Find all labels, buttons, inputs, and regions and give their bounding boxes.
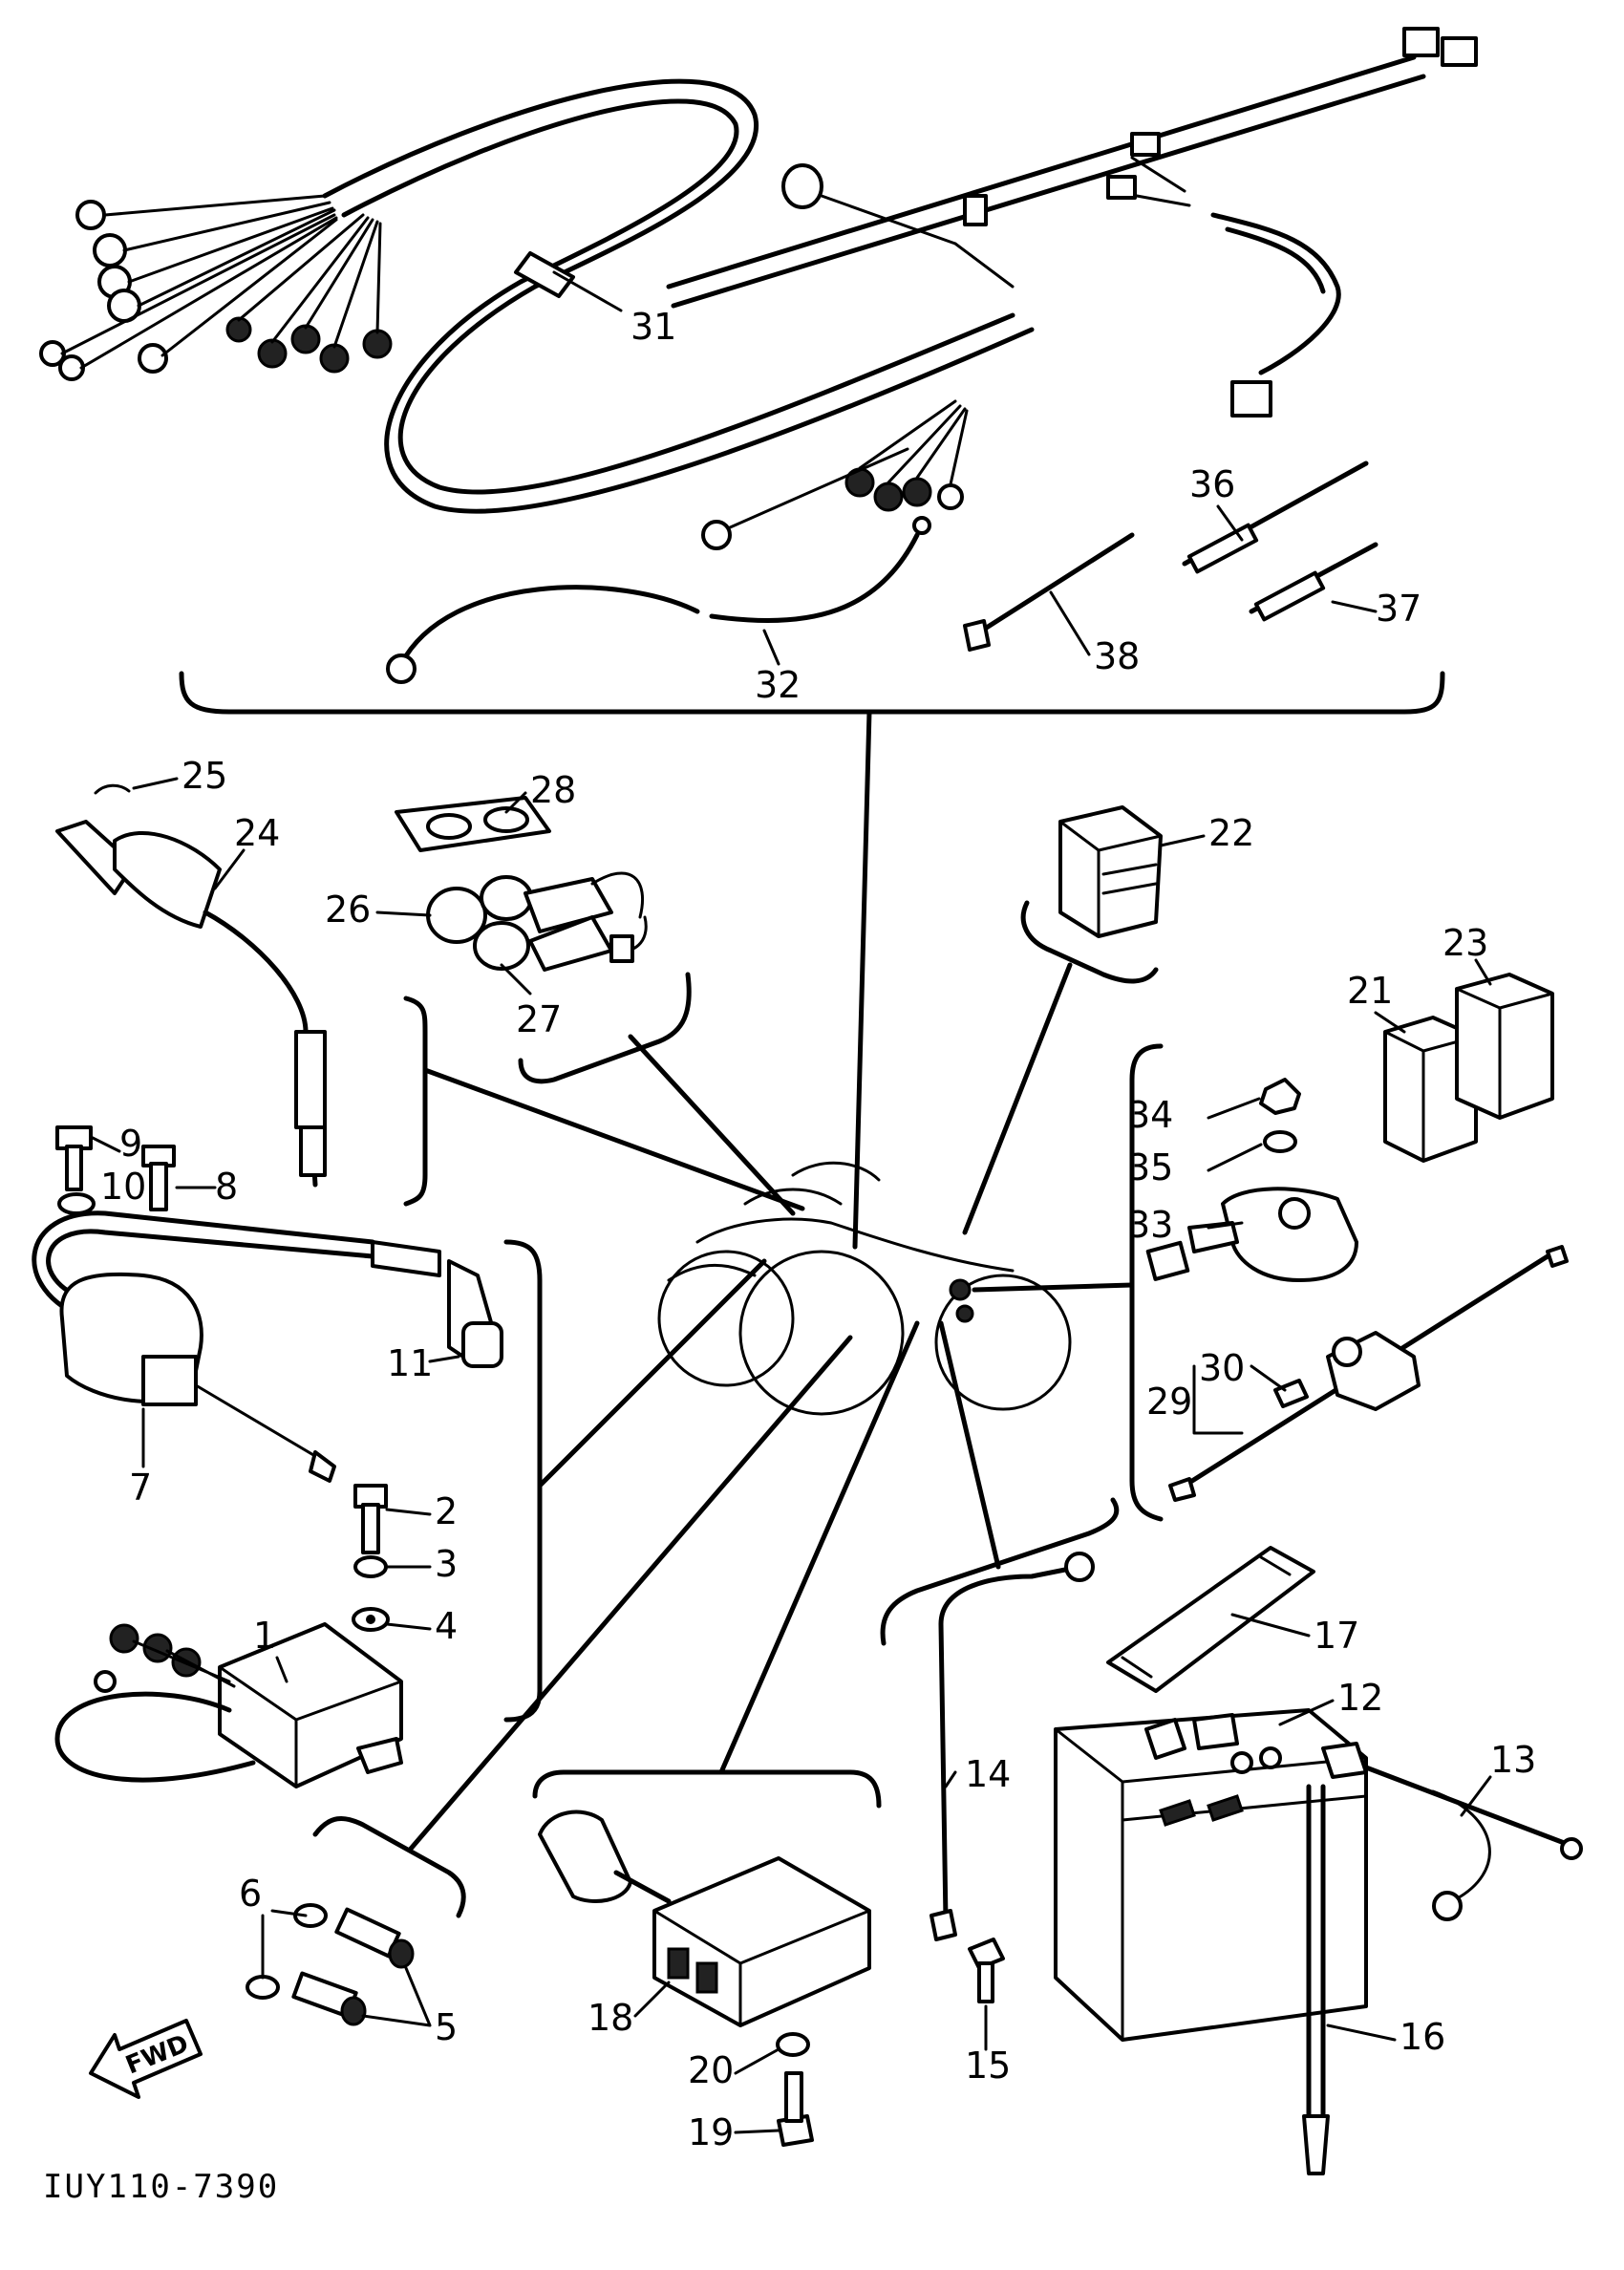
top-bracket <box>179 671 1445 715</box>
callout-5: 5 <box>435 2006 458 2048</box>
rectifier-18 <box>538 1810 871 2027</box>
callout-29: 29 <box>1146 1381 1192 1423</box>
callout-4: 4 <box>435 1605 458 1647</box>
bolts-5-6 <box>246 1903 415 2026</box>
callout-8: 8 <box>215 1166 238 1208</box>
callout-1: 1 <box>253 1615 276 1657</box>
callout-2: 2 <box>435 1490 458 1532</box>
parts-26-27-28 <box>395 796 648 972</box>
callout-10: 10 <box>100 1166 146 1208</box>
callout-17: 17 <box>1314 1615 1359 1657</box>
callout-11: 11 <box>387 1342 433 1384</box>
callout-34: 34 <box>1127 1094 1173 1136</box>
callout-37: 37 <box>1376 588 1421 630</box>
callout-35: 35 <box>1127 1146 1173 1189</box>
bolts-2-3-4 <box>352 1484 390 1632</box>
callout-16: 16 <box>1400 2016 1445 2058</box>
callout-3: 3 <box>435 1543 458 1585</box>
callout-27: 27 <box>516 998 562 1040</box>
relays-21-23 <box>1383 973 1554 1163</box>
bolt-15 <box>968 1938 1005 2003</box>
callout-19: 19 <box>688 2111 734 2153</box>
callout-14: 14 <box>965 1753 1011 1795</box>
callout-30: 30 <box>1199 1347 1245 1389</box>
bands <box>963 460 1378 652</box>
switch-29-30 <box>1168 1245 1569 1502</box>
diagram-code: IUY110-7390 <box>43 2168 279 2206</box>
callout-15: 15 <box>965 2045 1011 2087</box>
bolts-9-10-8 <box>55 1125 176 1215</box>
callout-26: 26 <box>325 889 371 931</box>
relay-22 <box>1058 805 1163 938</box>
battery-12 <box>1054 1708 1368 2042</box>
harness-left-connectors <box>39 194 393 381</box>
harness-lower-connectors <box>701 399 969 550</box>
cable-24 <box>55 783 327 1188</box>
callout-23: 23 <box>1442 922 1488 964</box>
callout-6: 6 <box>239 1873 262 1915</box>
callout-21: 21 <box>1347 970 1393 1012</box>
callout-18: 18 <box>588 1997 633 2039</box>
callout-24: 24 <box>234 812 280 854</box>
callout-28: 28 <box>530 769 576 811</box>
callout-32: 32 <box>755 664 801 706</box>
callout-38: 38 <box>1094 635 1140 677</box>
cdi-unit-1 <box>54 1622 403 1788</box>
ignition-coil-7 <box>32 1210 503 1483</box>
breather-pipe-16 <box>1302 1784 1330 2175</box>
wire-harness-31 <box>39 27 1478 550</box>
battery-leads-13-14 <box>930 1552 1583 1941</box>
fwd-arrow: FWD <box>89 2019 203 2099</box>
callout-31: 31 <box>630 306 676 348</box>
callout-7: 7 <box>129 1467 152 1509</box>
callout-22: 22 <box>1208 812 1254 854</box>
motorcycle-silhouette <box>657 1161 1072 1416</box>
callout-36: 36 <box>1189 463 1235 505</box>
battery-strap-17 <box>1106 1546 1315 1693</box>
callout-9: 9 <box>119 1123 142 1165</box>
callout-20: 20 <box>688 2049 734 2091</box>
switch-33 <box>1145 1078 1358 1282</box>
callout-25: 25 <box>182 755 227 797</box>
callout-33: 33 <box>1127 1204 1173 1246</box>
callout-13: 13 <box>1490 1739 1536 1781</box>
callout-12: 12 <box>1337 1677 1383 1719</box>
wire-32 <box>386 516 931 684</box>
